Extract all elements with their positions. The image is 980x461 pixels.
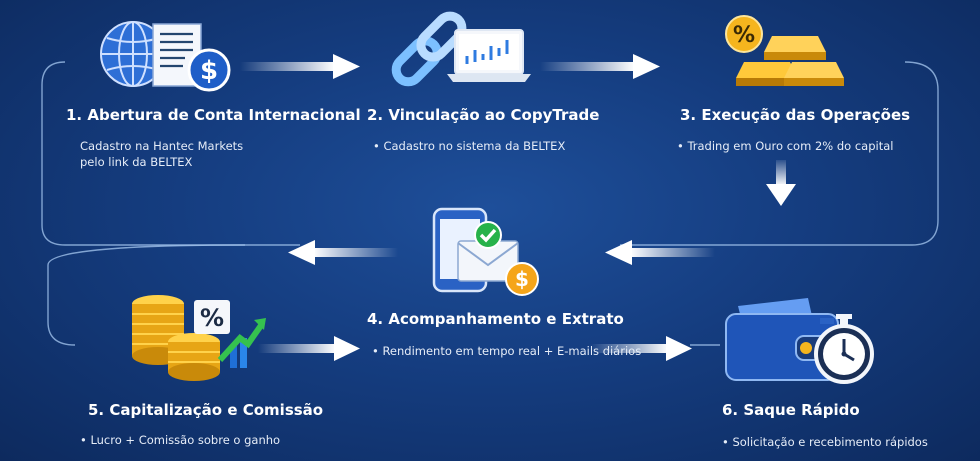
arrow-3-down [766, 160, 796, 206]
globe-document-dollar-icon: $ [100, 21, 231, 92]
coins-percent-growth-icon: % [132, 295, 266, 381]
step-3-title: 3. Execução das Operações [680, 106, 911, 124]
arrow-5-to-4 [258, 336, 360, 361]
step-5-desc: • Lucro + Comissão sobre o ganho [80, 433, 281, 447]
step-1-title: 1. Abertura de Conta Internacional [66, 106, 361, 124]
svg-text:$: $ [200, 56, 218, 86]
svg-text:$: $ [515, 267, 529, 291]
step-6-desc: • Solicitação e recebimento rápidos [722, 435, 928, 449]
arrow-4-to-6 [590, 336, 692, 361]
gold-bars-percent-icon: % [725, 15, 844, 86]
arrow-2-to-3 [540, 54, 660, 79]
step-3-desc: • Trading em Ouro com 2% do capital [677, 139, 894, 153]
step-1-desc-line-1: Cadastro na Hantec Markets [80, 139, 244, 153]
step-5-title: 5. Capitalização e Comissão [88, 401, 324, 419]
wallet-stopwatch-icon [725, 298, 874, 384]
phone-email-dollar-icon: $ [432, 207, 539, 296]
svg-text:%: % [200, 304, 224, 332]
arrow-4-to-5-upper [288, 240, 398, 265]
step-6-title: 6. Saque Rápido [722, 401, 860, 419]
step-2-desc: • Cadastro no sistema da BELTEX [373, 139, 566, 153]
arrow-1-to-2 [240, 54, 360, 79]
step-4-title: 4. Acompanhamento e Extrato [367, 310, 624, 328]
chain-link-laptop-icon [391, 11, 531, 87]
step-2-title: 2. Vinculação ao CopyTrade [367, 106, 600, 124]
arrow-3-to-4 [605, 240, 715, 265]
step-1-desc-line-2: pelo link da BELTEX [80, 155, 193, 169]
step-4-desc: • Rendimento em tempo real + E-mails diá… [372, 344, 642, 358]
svg-text:%: % [733, 23, 755, 48]
